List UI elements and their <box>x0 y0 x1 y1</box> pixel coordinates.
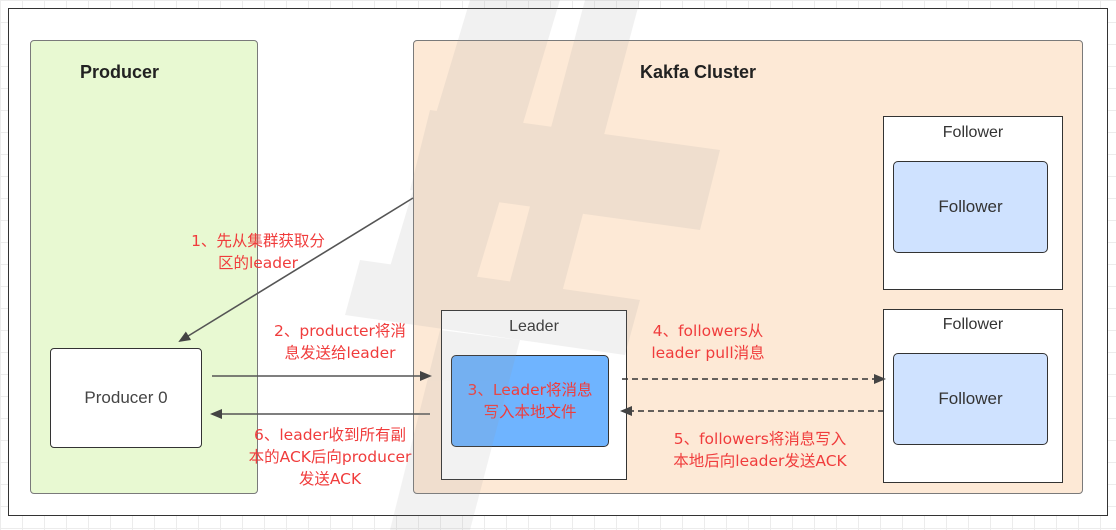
producer-0-box: Producer 0 <box>50 348 202 448</box>
step-5-note: 5、followers将消息写入 本地后向leader发送ACK <box>673 430 847 470</box>
producer-zone-title: Producer <box>80 62 160 82</box>
follower-bottom-inner-box: Follower <box>893 353 1048 445</box>
follower-bottom-caption: Follower <box>942 316 1004 333</box>
step-4-note: 4、followers从 leader pull消息 <box>651 322 765 362</box>
step-6-note: 6、leader收到所有副 本的ACK后向producer 发送ACK <box>248 426 412 488</box>
follower-top-inner-box: Follower <box>893 161 1048 253</box>
leader-inner-box: 3、Leader将消息 写入本地文件 <box>451 355 609 447</box>
kafka-cluster-title: Kakfa Cluster <box>640 62 757 82</box>
step-1-note: 1、先从集群获取分 区的leader <box>191 232 325 272</box>
step-2-note: 2、producter将消 息发送给leader <box>274 322 406 362</box>
leader-caption: Leader <box>509 318 559 335</box>
follower-top-caption: Follower <box>942 124 1004 141</box>
